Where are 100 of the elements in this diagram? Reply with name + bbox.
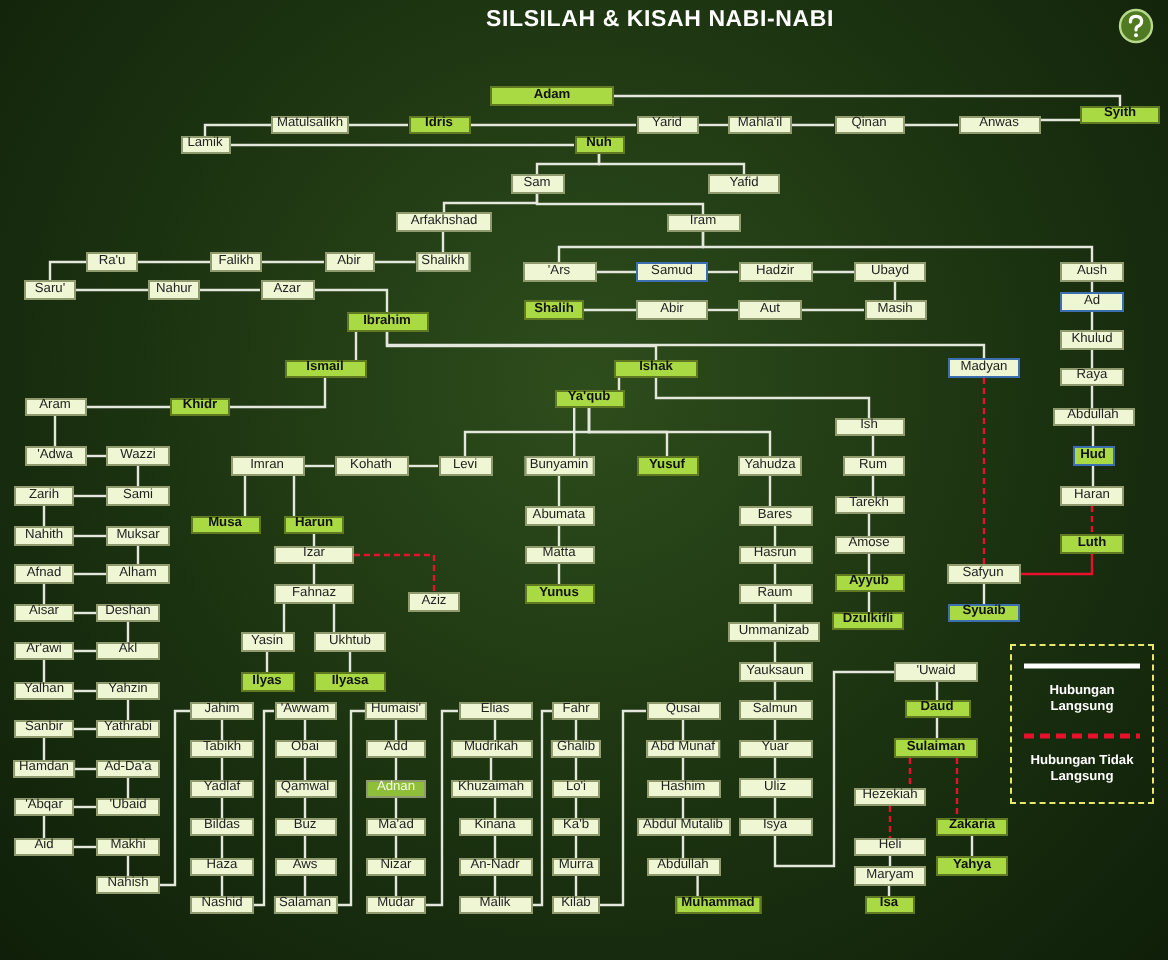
connector-line bbox=[53, 416, 57, 446]
connector-line bbox=[42, 660, 46, 682]
connector-line bbox=[303, 758, 307, 780]
connector-line bbox=[557, 526, 561, 546]
connector-line bbox=[587, 408, 772, 456]
connector-line bbox=[42, 738, 46, 760]
connector-line bbox=[1020, 554, 1094, 576]
connector-line bbox=[265, 652, 269, 672]
connector-line bbox=[303, 836, 307, 858]
connector-line bbox=[573, 408, 576, 456]
connector-line bbox=[230, 143, 574, 147]
connector-line bbox=[230, 378, 327, 409]
connector-line bbox=[970, 836, 974, 856]
connector-line bbox=[74, 845, 96, 849]
connector-line bbox=[220, 836, 224, 858]
connector-line bbox=[597, 154, 746, 174]
connector-line bbox=[426, 709, 458, 907]
connector-line bbox=[681, 720, 685, 740]
connector-line bbox=[867, 554, 871, 574]
connector-line bbox=[303, 798, 307, 818]
connector-line bbox=[349, 123, 408, 127]
connector-line bbox=[254, 709, 274, 907]
connector-line bbox=[574, 836, 578, 858]
connector-line bbox=[574, 876, 578, 896]
dashed-connector-line bbox=[1090, 506, 1094, 534]
connector-line bbox=[574, 720, 578, 740]
connector-line bbox=[262, 260, 324, 264]
connector-line bbox=[871, 436, 875, 456]
connector-line bbox=[654, 378, 871, 418]
connector-line bbox=[696, 876, 699, 896]
connector-line bbox=[802, 308, 864, 312]
dashed-connector-line bbox=[908, 758, 912, 788]
connector-line bbox=[160, 709, 190, 887]
connector-line bbox=[126, 856, 130, 876]
connector-line bbox=[126, 700, 130, 720]
connector-line bbox=[394, 876, 398, 896]
connector-line bbox=[74, 572, 106, 576]
connector-line bbox=[408, 464, 438, 468]
connector-line bbox=[303, 720, 307, 740]
connector-line bbox=[614, 94, 1122, 106]
connector-line bbox=[773, 798, 777, 818]
connector-line bbox=[304, 464, 334, 468]
connector-line bbox=[574, 798, 578, 818]
connector-line bbox=[86, 405, 170, 409]
connector-line bbox=[394, 720, 398, 740]
connector-line bbox=[394, 758, 398, 780]
diagram-title: SILSILAH & KISAH NABI-NABI bbox=[484, 8, 836, 32]
connector-line bbox=[596, 270, 636, 274]
connector-line bbox=[867, 592, 871, 612]
connector-line bbox=[42, 506, 46, 526]
connector-line bbox=[243, 476, 247, 516]
connector-line bbox=[203, 123, 271, 136]
connector-line bbox=[220, 720, 224, 740]
connector-line bbox=[74, 727, 96, 731]
connector-line bbox=[871, 476, 875, 496]
connector-line bbox=[600, 709, 646, 907]
connector-line bbox=[557, 564, 561, 584]
connector-line bbox=[74, 649, 96, 653]
connector-line bbox=[48, 260, 86, 280]
connector-line bbox=[374, 260, 416, 264]
connector-line bbox=[292, 476, 296, 516]
dashed-connector-line bbox=[888, 806, 892, 838]
connector-line bbox=[681, 836, 685, 858]
connector-line bbox=[867, 514, 871, 536]
connector-line bbox=[1090, 386, 1094, 408]
connector-line bbox=[698, 123, 728, 127]
connector-line bbox=[708, 308, 738, 312]
connector-line bbox=[773, 758, 777, 778]
connector-line bbox=[76, 288, 148, 292]
connector-line bbox=[584, 308, 636, 312]
connector-line bbox=[982, 584, 986, 604]
dashed-connector-line bbox=[982, 378, 986, 564]
connector-line bbox=[42, 816, 46, 838]
connector-line bbox=[493, 876, 497, 896]
connector-line bbox=[773, 564, 777, 584]
connector-line bbox=[220, 798, 224, 818]
connector-line bbox=[935, 718, 939, 738]
connector-line bbox=[74, 611, 96, 615]
connector-line bbox=[337, 709, 365, 907]
connector-line bbox=[354, 332, 358, 360]
connector-line bbox=[348, 652, 352, 672]
connector-line bbox=[557, 476, 561, 506]
connector-line bbox=[1040, 118, 1080, 122]
connector-line bbox=[220, 876, 224, 896]
connector-line bbox=[126, 622, 130, 642]
connector-line bbox=[493, 798, 497, 818]
connector-line bbox=[1091, 426, 1095, 446]
connector-line bbox=[904, 123, 958, 127]
connector-line bbox=[1091, 466, 1095, 486]
connector-line bbox=[220, 758, 224, 780]
connector-line bbox=[74, 534, 106, 538]
connector-line bbox=[792, 123, 834, 127]
connector-line bbox=[773, 670, 894, 868]
connector-line bbox=[86, 454, 106, 458]
connector-line bbox=[385, 332, 986, 358]
connector-line bbox=[314, 288, 389, 312]
connector-line bbox=[701, 232, 1094, 262]
connector-line bbox=[136, 466, 140, 486]
connector-line bbox=[332, 604, 336, 632]
connector-line bbox=[493, 720, 497, 740]
